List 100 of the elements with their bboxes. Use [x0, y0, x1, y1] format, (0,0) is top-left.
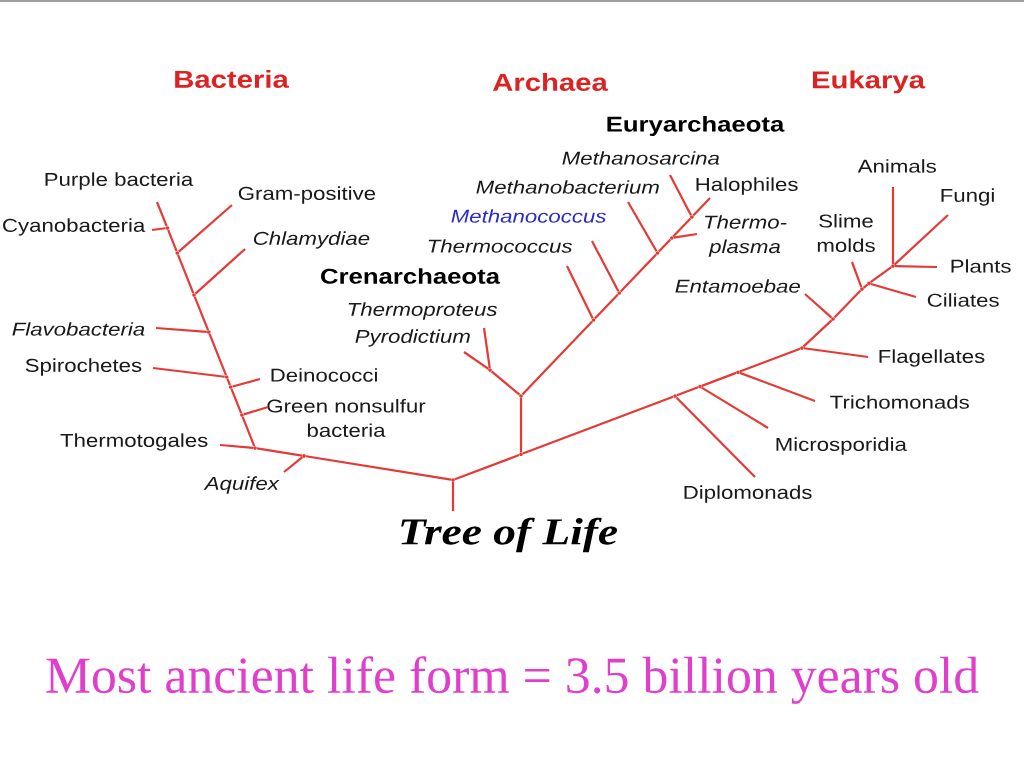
branch-point — [192, 293, 196, 297]
branch-point — [655, 251, 660, 255]
tree-branch — [232, 377, 261, 388]
tree-branch — [869, 266, 893, 284]
taxon-label: Trichomonads — [830, 395, 969, 409]
taxon-label: Microsporidia — [776, 437, 907, 455]
tree-branch — [870, 282, 917, 299]
tree-branch — [156, 201, 168, 227]
branch-point — [253, 446, 257, 450]
taxon-label: Plants — [951, 259, 1011, 273]
tree-branch — [521, 320, 593, 396]
branch-point — [617, 291, 622, 295]
tree-branch — [194, 248, 246, 295]
tree-branch — [833, 289, 862, 319]
tree-branch — [739, 347, 801, 373]
branch-point — [673, 394, 677, 398]
caption: Most ancient life form = 3.5 billion years old — [46, 656, 979, 704]
branch-point — [670, 236, 674, 240]
tree-branch — [451, 482, 455, 511]
tree-branch — [591, 240, 620, 292]
branch-point — [488, 368, 492, 372]
branch-point — [175, 251, 180, 255]
taxon-label: Chlamydiae — [253, 231, 370, 249]
taxon-label: Diplomonads — [684, 485, 812, 503]
taxon-label: Cyanobacteria — [3, 218, 146, 236]
taxon-label: Methanosarcina — [562, 151, 720, 165]
domain-heading: Archaea — [492, 73, 608, 91]
taxon-label: Aquifex — [203, 476, 280, 494]
tree-branch — [490, 370, 521, 396]
taxon-label: Pyrodictium — [355, 329, 470, 347]
domain-heading: Eukarya — [812, 70, 926, 94]
taxon-label: Gram-positive — [238, 186, 376, 204]
tree-branch — [893, 214, 949, 266]
branch-point — [451, 478, 455, 482]
branch-point — [831, 317, 835, 321]
tree-branch — [566, 265, 594, 319]
branch-point — [867, 281, 871, 286]
tree-branch — [256, 447, 303, 457]
tree-branch — [619, 253, 657, 293]
tree-branch — [894, 264, 938, 269]
taxon-label: Thermotogales — [60, 433, 208, 451]
taxon-label: Thermoproteus — [348, 302, 497, 320]
branch-point — [207, 330, 211, 334]
tree-branch — [627, 201, 658, 252]
tree-branch — [739, 371, 816, 403]
tree-branch — [675, 396, 756, 478]
group-heading: Euryarchaeota — [607, 116, 785, 136]
taxon-label: Thermo- plasma — [705, 215, 787, 257]
tree-branch — [594, 293, 619, 320]
group-heading: Crenarchaeota — [321, 268, 501, 284]
tree-branch — [151, 227, 166, 232]
tree-branch — [701, 386, 769, 429]
taxon-label: Methanococcus — [451, 209, 606, 223]
tree-branch — [219, 443, 254, 449]
tree-branch — [167, 229, 178, 252]
branch-point — [591, 318, 596, 322]
domain-heading: Bacteria — [175, 70, 289, 88]
tree-branch — [193, 296, 210, 331]
taxon-label: Flagellates — [879, 349, 985, 367]
tree-branch — [243, 405, 269, 416]
tree-branch — [177, 254, 195, 294]
tree-branch — [701, 371, 737, 387]
branch-point — [519, 394, 523, 398]
branch-point — [736, 370, 740, 374]
taxon-label: Purple bacteria — [45, 172, 194, 190]
tree-branch — [283, 456, 304, 473]
tree-branch — [519, 398, 523, 453]
tree-branch — [208, 333, 227, 376]
branch-point — [800, 346, 804, 350]
branch-point — [891, 264, 895, 268]
branch-point — [690, 215, 694, 219]
branch-point — [240, 413, 244, 417]
taxon-label: Flavobacteria — [12, 322, 145, 336]
branch-point — [228, 385, 233, 389]
tree-branch — [522, 395, 674, 455]
tree-branch — [803, 347, 869, 359]
tree-branch — [241, 416, 256, 447]
tree-branch — [230, 388, 243, 414]
taxon-label: Fungi — [941, 188, 994, 206]
taxon-label: Slime molds — [817, 214, 875, 252]
tree-branch — [226, 378, 231, 386]
tree-branch — [178, 204, 233, 253]
tree-branch — [672, 217, 692, 238]
branch-point — [860, 287, 864, 291]
taxon-label: Halophiles — [696, 177, 798, 195]
tree-branch — [482, 327, 491, 369]
taxon-label: Thermococcus — [428, 239, 573, 253]
tree-branch — [804, 293, 833, 319]
tree-branch — [463, 351, 489, 370]
taxon-label: Entamoebae — [675, 279, 800, 293]
tree-branch — [669, 174, 692, 216]
branch-point — [224, 375, 229, 379]
branch-point — [519, 452, 523, 457]
branch-point — [698, 384, 702, 389]
tree-branch — [673, 232, 698, 239]
taxon-label: Deinococci — [271, 368, 377, 382]
branch-point — [165, 226, 170, 230]
taxon-label: Methanobacterium — [476, 180, 659, 194]
taxon-label: Ciliates — [927, 293, 999, 307]
taxon-label: Spirochetes — [25, 358, 142, 376]
